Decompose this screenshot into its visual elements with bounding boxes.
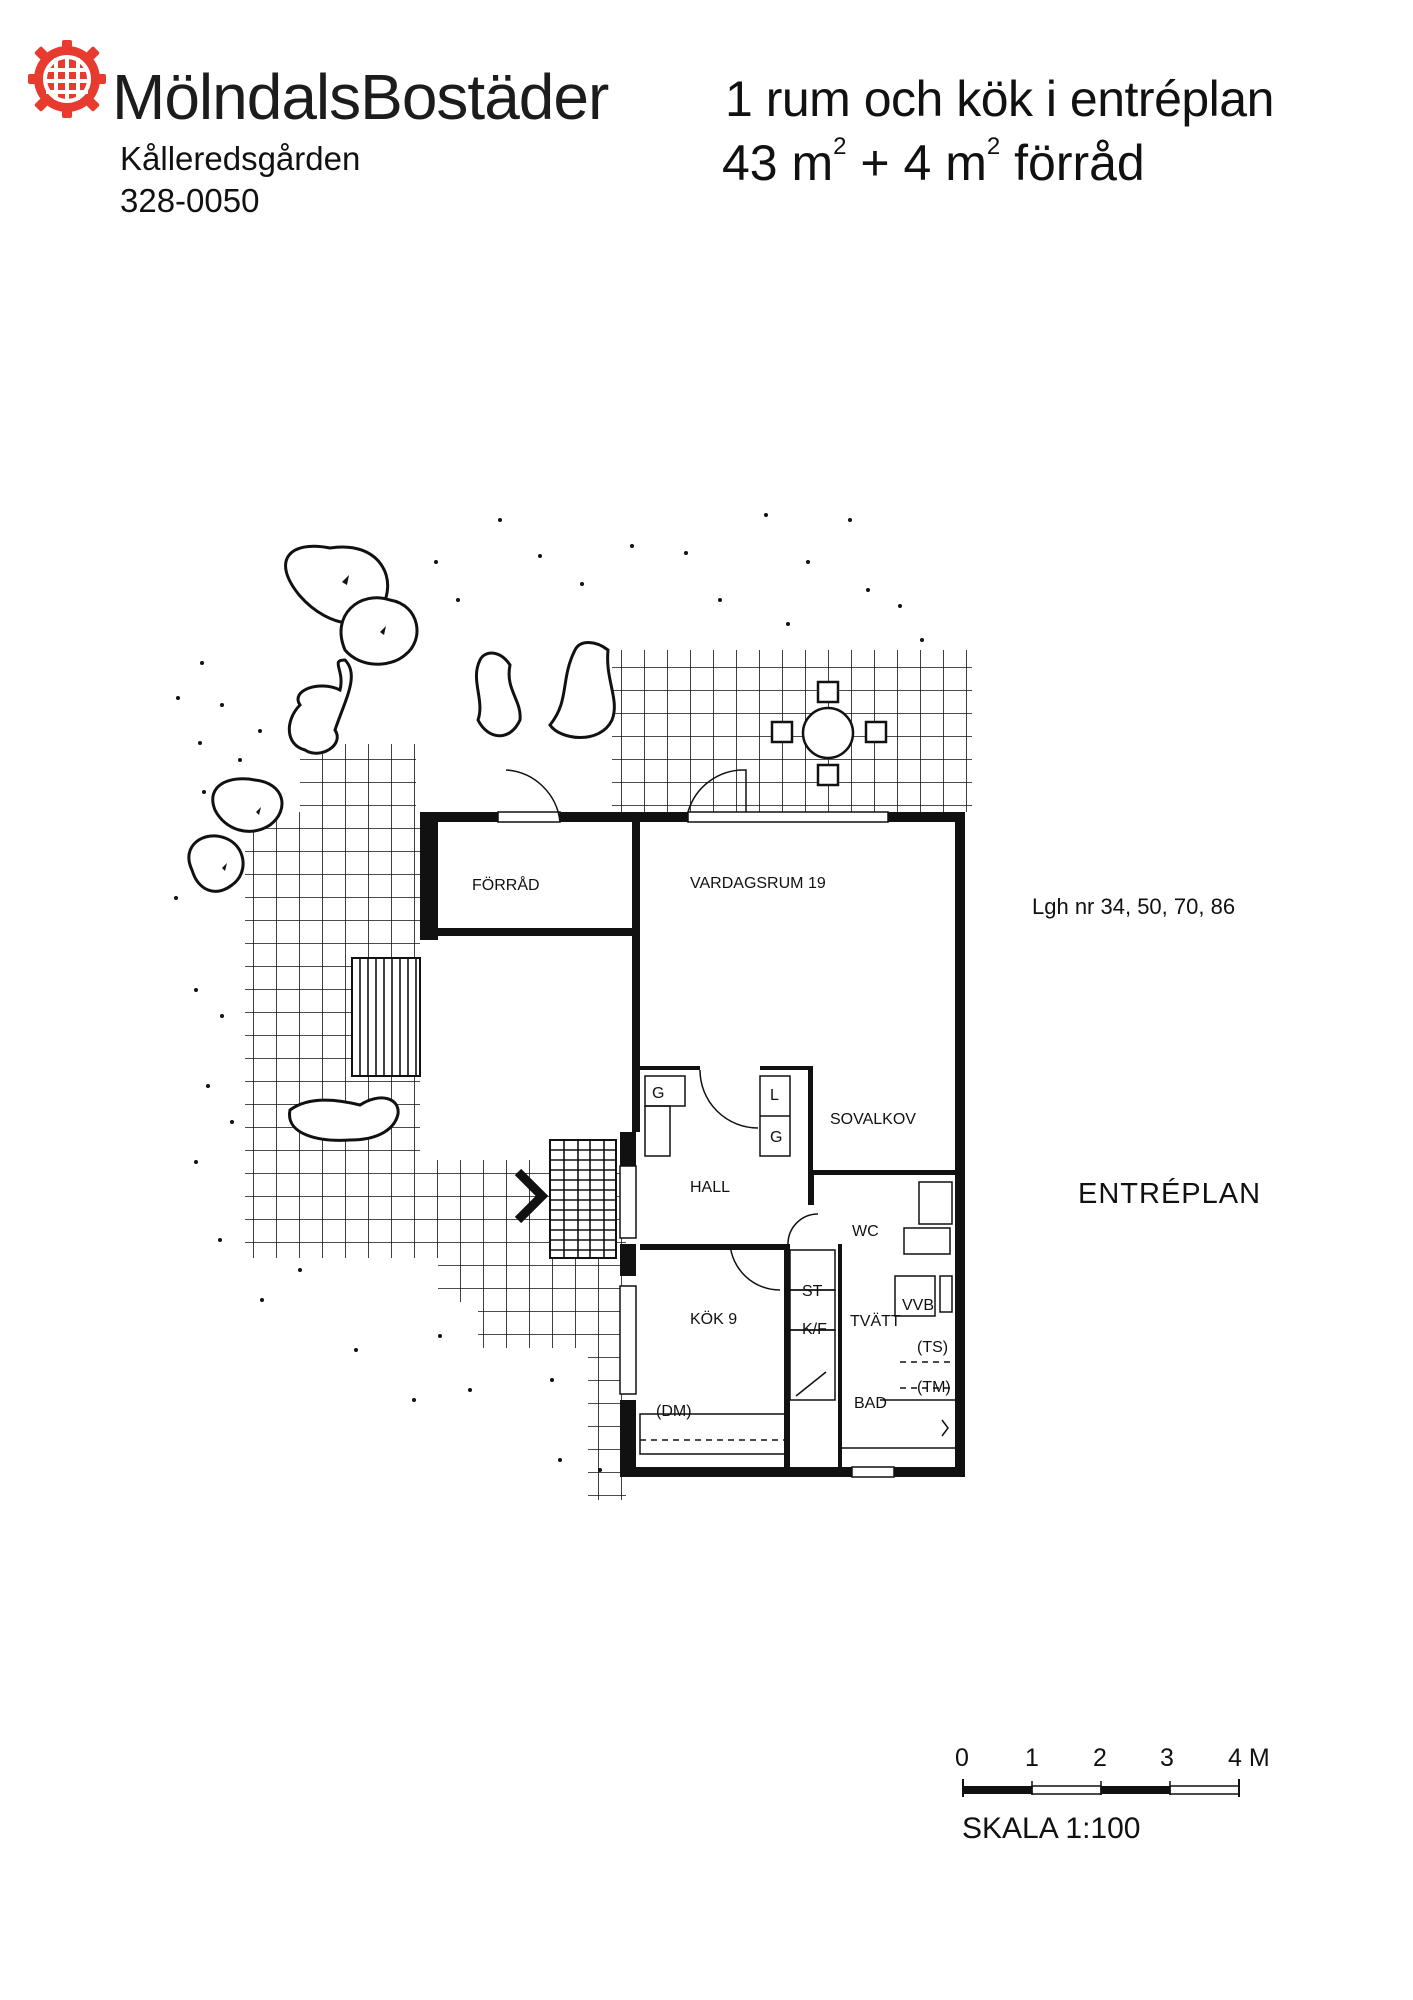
fixture-label-g-alcove: G bbox=[770, 1129, 782, 1146]
fixture-label-st: ST bbox=[802, 1283, 823, 1300]
scale-tick-label: 0 bbox=[955, 1744, 969, 1772]
brand-logo-icon bbox=[28, 40, 106, 118]
paving-tiles bbox=[245, 650, 972, 1500]
fixture-label-kf: K/F bbox=[802, 1321, 827, 1338]
level-label: ENTRÉPLAN bbox=[1078, 1178, 1262, 1210]
fixtures bbox=[639, 1075, 955, 1455]
fixture-label-l: L bbox=[770, 1087, 779, 1104]
apartment-numbers: Lgh nr 34, 50, 70, 86 bbox=[1032, 894, 1236, 919]
door-swings bbox=[505, 769, 819, 1291]
fixture-label-g: G bbox=[652, 1085, 664, 1102]
patio-table-icon bbox=[770, 680, 888, 787]
estate-name: Kålleredsgården bbox=[120, 140, 361, 177]
windows bbox=[497, 811, 895, 1478]
apartment-area-title: 43 m2 + 4 m2 förråd bbox=[722, 133, 1145, 191]
scale-tick-label: 3 bbox=[1160, 1744, 1174, 1772]
tree-mark-icon bbox=[222, 575, 386, 871]
fixture-label-tm: (TM) bbox=[917, 1379, 951, 1396]
brand-name: MölndalsBostäder bbox=[112, 61, 609, 133]
fixture-label-vvb: VVB bbox=[902, 1297, 934, 1314]
room-label-hall: HALL bbox=[690, 1179, 730, 1196]
apartment-type-title: 1 rum och kök i entréplan bbox=[725, 71, 1274, 127]
tree-icon bbox=[187, 544, 616, 1142]
scale-bar bbox=[962, 1779, 1240, 1797]
fixture-label-dm: (DM) bbox=[656, 1403, 692, 1420]
ground-dots bbox=[174, 513, 924, 1472]
room-label-kitchen: KÖK 9 bbox=[690, 1310, 737, 1328]
room-label-laundry: TVÄTT bbox=[850, 1312, 901, 1330]
room-label-alcove: SOVALKOV bbox=[830, 1111, 916, 1128]
scale-tick-label: 1 bbox=[1025, 1744, 1039, 1772]
exterior-stairs bbox=[351, 957, 617, 1259]
entrance-arrow-icon bbox=[514, 1168, 549, 1224]
dashed-lines bbox=[640, 1361, 955, 1441]
room-label-wc: WC bbox=[852, 1223, 879, 1240]
room-label-living: VARDAGSRUM 19 bbox=[690, 875, 826, 892]
walls bbox=[420, 812, 965, 1477]
scale-label: SKALA 1:100 bbox=[962, 1812, 1141, 1845]
scale-tick-label: 4 M bbox=[1228, 1744, 1270, 1772]
scale-tick-label: 2 bbox=[1093, 1744, 1107, 1772]
object-number: 328-0050 bbox=[120, 182, 260, 219]
fixture-label-ts: (TS) bbox=[917, 1339, 948, 1356]
room-label-bath: BAD bbox=[854, 1395, 887, 1412]
room-label-storage: FÖRRÅD bbox=[472, 875, 540, 894]
